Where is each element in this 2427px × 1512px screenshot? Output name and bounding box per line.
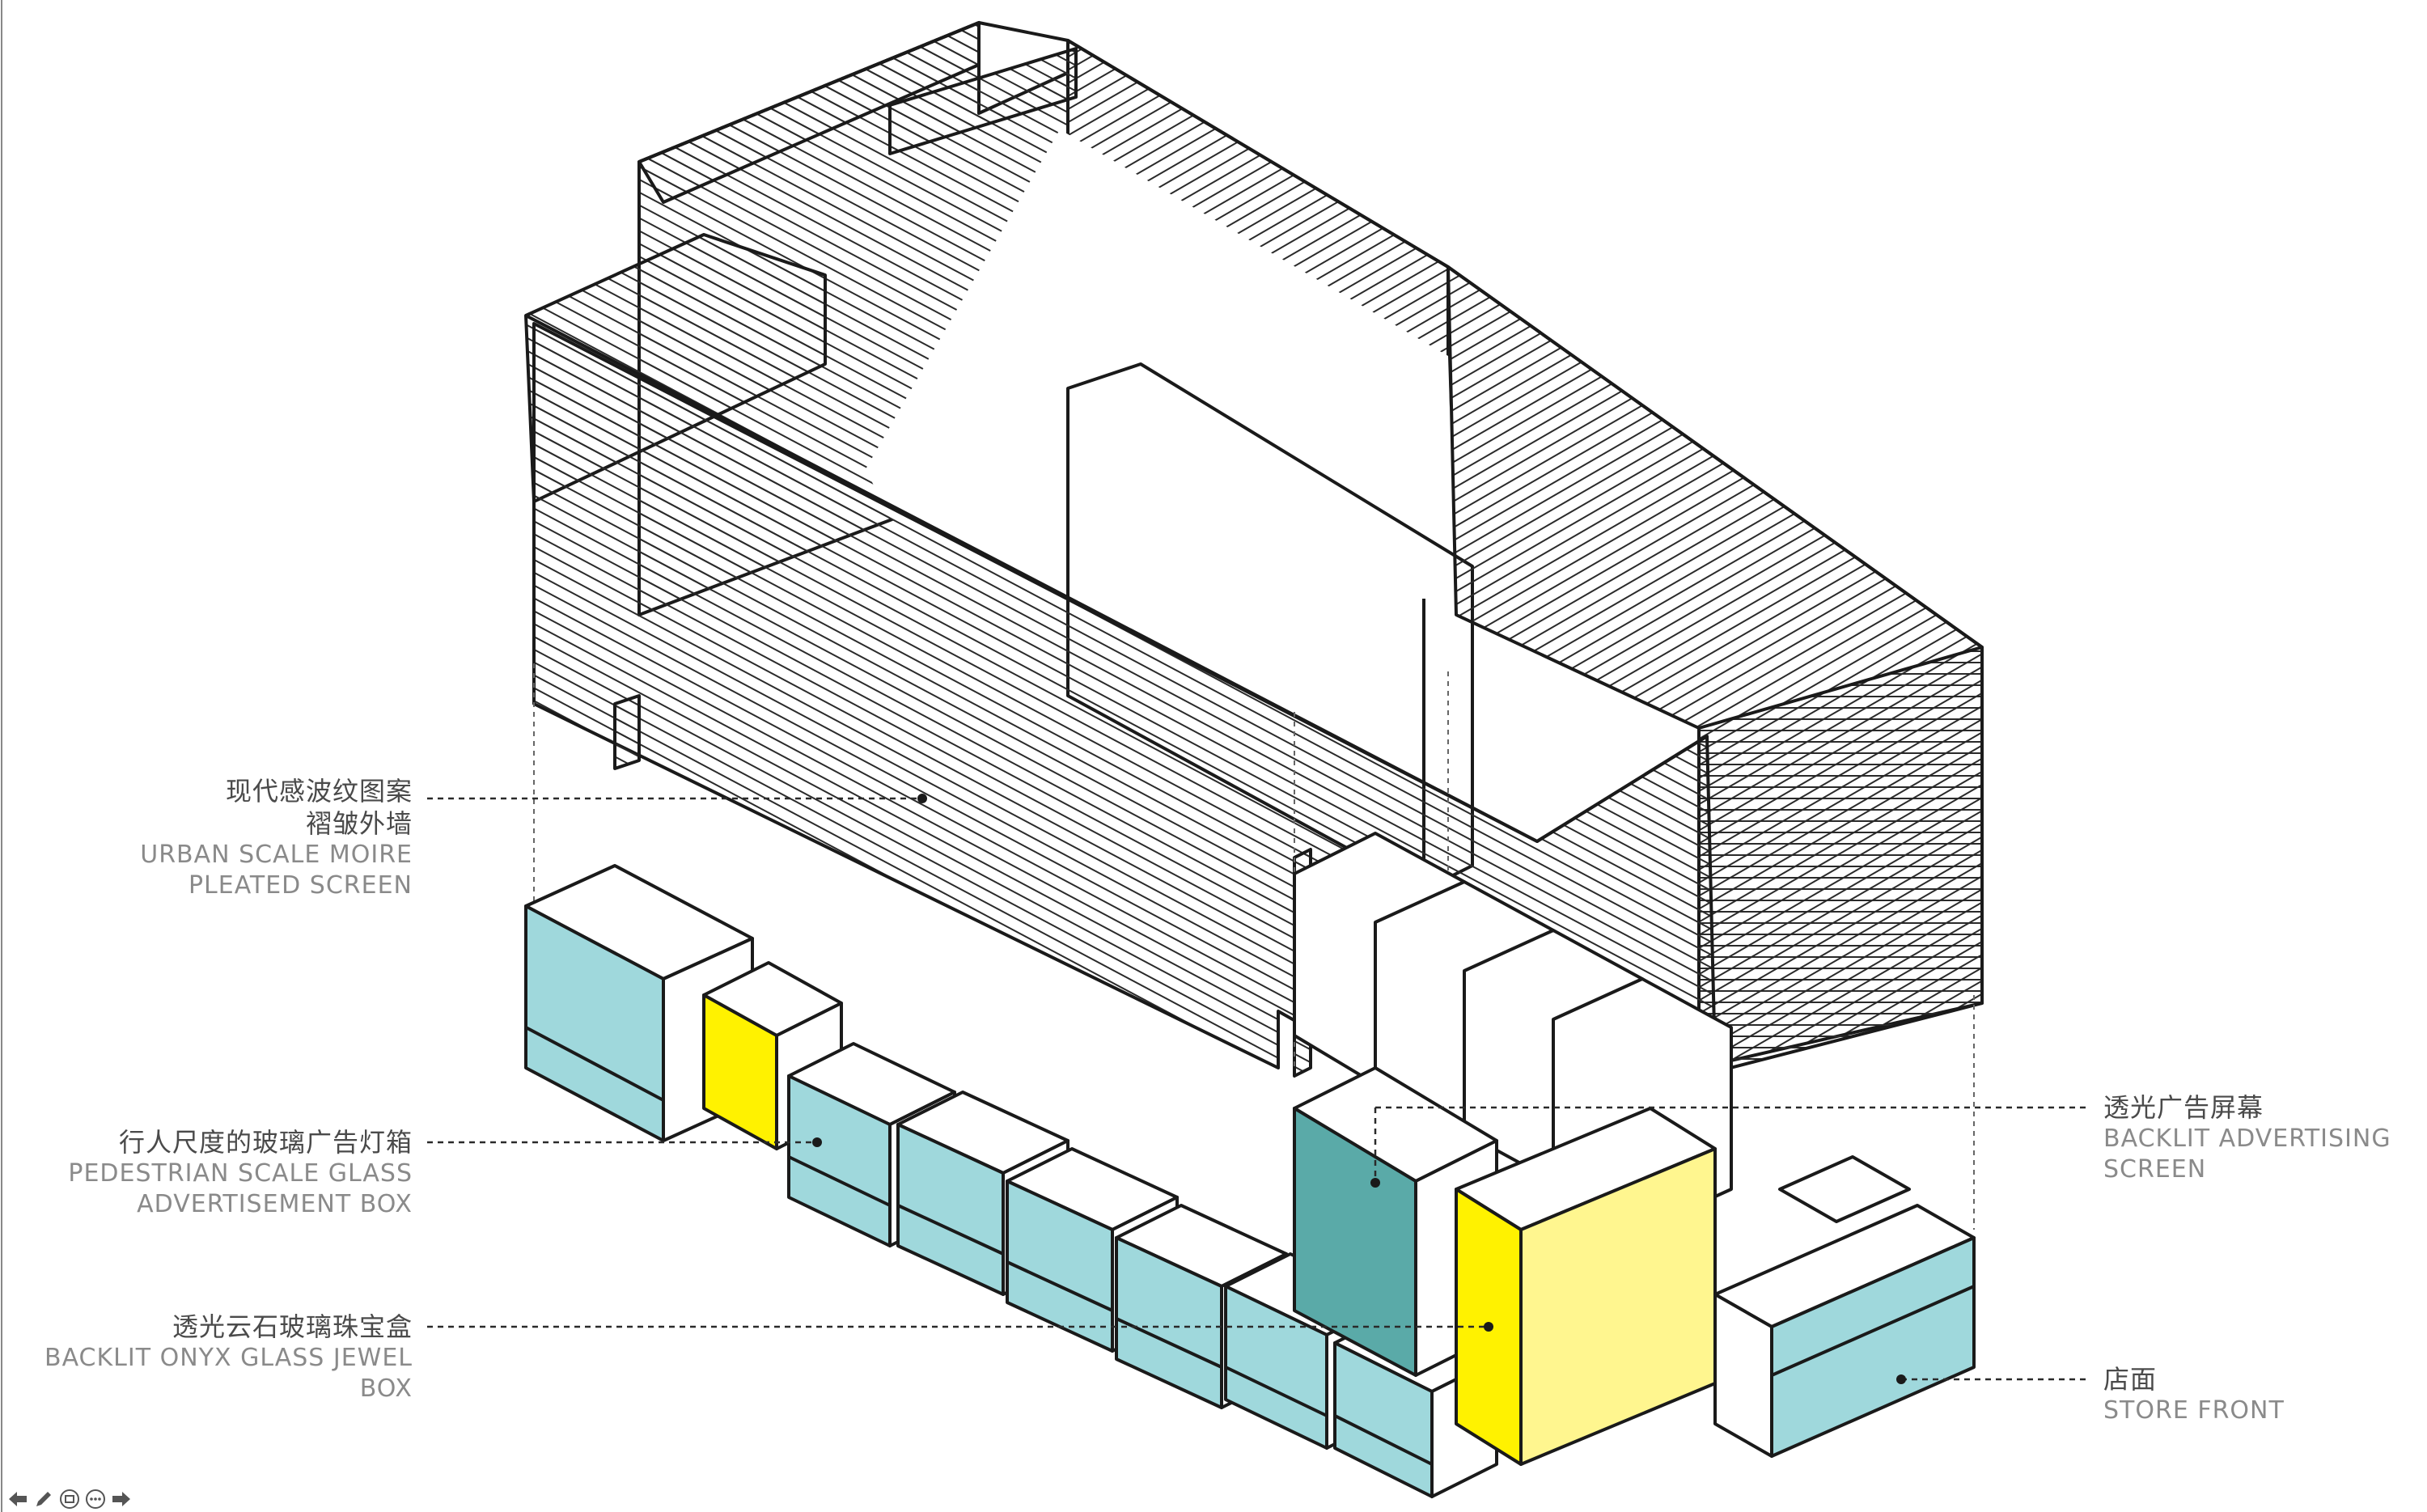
slide-toolbar (6, 1487, 133, 1511)
label-storefront-cn1: 店面 (2103, 1364, 2158, 1395)
label-pleated-screen: 现代感波纹图案 褶皱外墙 URBAN SCALE MOIRE PLEATED S… (140, 775, 413, 901)
label-storefront: 店面 STORE FRONT (2103, 1363, 2285, 1426)
pen-icon[interactable] (32, 1488, 55, 1510)
label-adbox-cn1: 行人尺度的玻璃广告灯箱 (118, 1127, 413, 1158)
label-jewel-cn1: 透光云石玻璃珠宝盒 (172, 1311, 413, 1342)
label-storefront-en1: STORE FRONT (2103, 1396, 2285, 1425)
arrow-right-icon[interactable] (110, 1488, 133, 1510)
more-icon[interactable] (84, 1488, 107, 1510)
store-front-block (1713, 1155, 1976, 1458)
label-screen-en2: PLEATED SCREEN (188, 871, 413, 900)
leader-dots (812, 794, 1906, 1384)
label-adbox-en1: PEDESTRIAN SCALE GLASS (68, 1159, 413, 1188)
label-adbox: 行人尺度的玻璃广告灯箱 PEDESTRIAN SCALE GLASS ADVER… (68, 1126, 413, 1220)
arrow-left-icon[interactable] (6, 1488, 29, 1510)
label-jewel-box: 透光云石玻璃珠宝盒 BACKLIT ONYX GLASS JEWEL BOX (44, 1311, 413, 1404)
leader-lines (427, 797, 2087, 1381)
pleated-screen (524, 21, 1984, 1150)
label-adscreen: 透光广告屏幕 BACKLIT ADVERTISING SCREEN (2103, 1091, 2391, 1185)
label-adbox-en2: ADVERTISEMENT BOX (137, 1190, 413, 1218)
label-screen-en1: URBAN SCALE MOIRE (140, 841, 413, 869)
label-screen-cn2: 褶皱外墙 (305, 808, 413, 839)
label-adscreen-en2: SCREEN (2103, 1155, 2207, 1184)
label-jewel-en2: BOX (359, 1374, 413, 1403)
label-adscreen-en1: BACKLIT ADVERTISING (2103, 1124, 2391, 1153)
label-adscreen-cn1: 透光广告屏幕 (2103, 1092, 2264, 1123)
label-screen-cn1: 现代感波纹图案 (225, 776, 413, 807)
slides-icon[interactable] (58, 1488, 81, 1510)
label-jewel-en1: BACKLIT ONYX GLASS JEWEL (44, 1344, 413, 1372)
